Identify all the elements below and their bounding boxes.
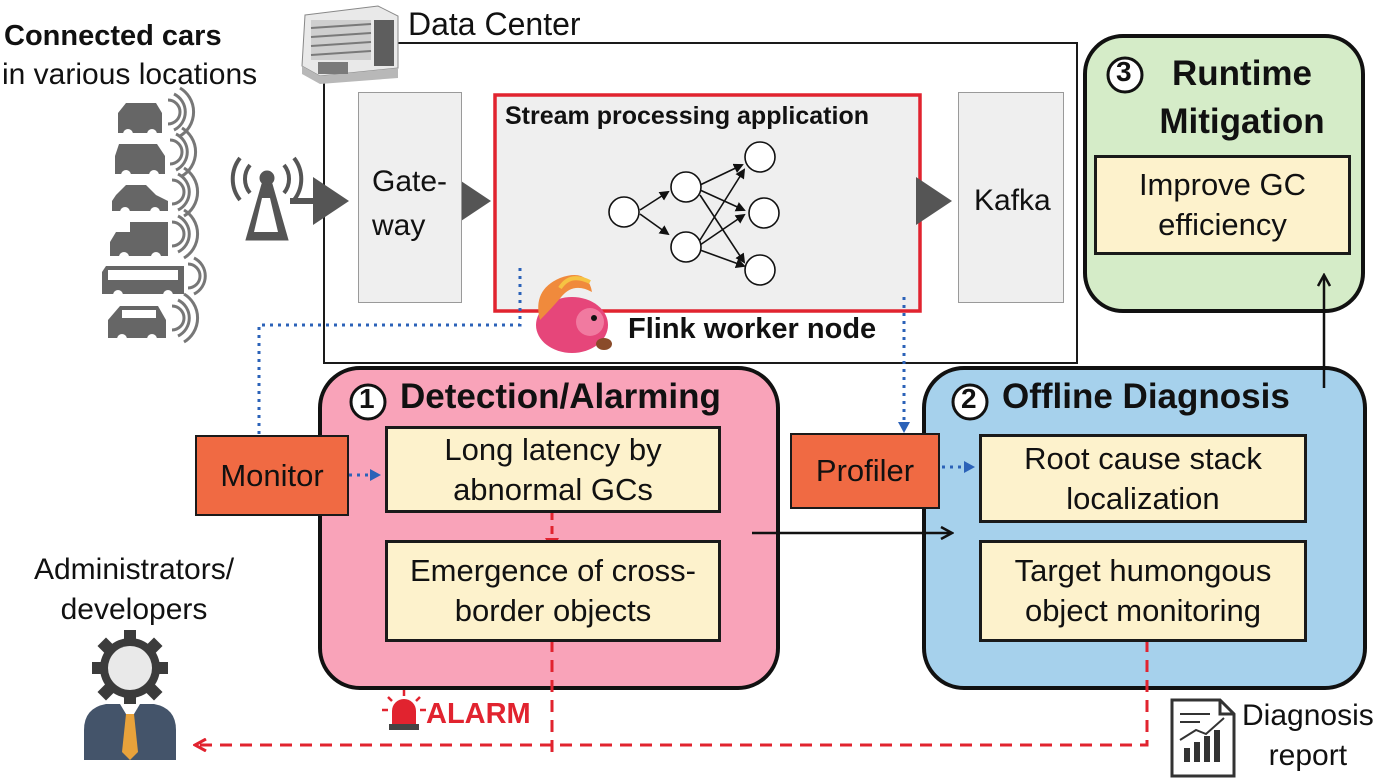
- car-icon: [108, 292, 200, 344]
- dag-node: [744, 141, 776, 173]
- kafka-box: [958, 92, 1064, 303]
- diagnosis-number-circle: [951, 383, 989, 421]
- detection-number-circle: [349, 383, 387, 421]
- alarm-label: ALARM: [426, 698, 531, 730]
- diagnosis-step-humongous: Target humongous object monitoring: [979, 540, 1307, 642]
- worker-node-label: Flink worker node: [628, 313, 877, 345]
- profiler-box: Profiler: [790, 433, 940, 509]
- monitor-box: Monitor: [195, 435, 349, 516]
- kafka-label: Kafka: [974, 184, 1051, 217]
- detection-number: 1: [359, 383, 375, 414]
- mitigation-number: 3: [1116, 56, 1132, 87]
- dag-node: [748, 197, 780, 229]
- dag-node: [670, 231, 702, 263]
- flink-squirrel-icon: [536, 275, 612, 353]
- siren-icon: [382, 690, 426, 730]
- dag-node: [670, 171, 702, 203]
- building-icon: [301, 5, 399, 84]
- car-icon: [112, 166, 200, 218]
- car-icon: [102, 256, 207, 300]
- mitigation-step-gc: Improve GC efficiency: [1094, 155, 1351, 255]
- gateway-label: Gate- way: [372, 165, 448, 242]
- stream-app-box: [493, 93, 922, 313]
- admins-label: Administrators/ developers: [33, 553, 235, 626]
- admin-icon: [84, 630, 176, 760]
- cars-subtitle: in various locations: [2, 58, 258, 91]
- detection-step-cross-border: Emergence of cross- border objects: [385, 540, 721, 642]
- detection-step-latency: Long latency by abnormal GCs: [385, 426, 721, 513]
- dag-node: [608, 196, 640, 228]
- detection-title: Detection/Alarming: [400, 377, 721, 416]
- cars-title: Connected cars: [4, 20, 222, 52]
- dag-node: [744, 254, 776, 286]
- report-icon: [1170, 698, 1236, 778]
- stream-app-label: Stream processing application: [505, 102, 869, 130]
- diagnosis-number: 2: [961, 383, 977, 414]
- car-icon: [110, 208, 200, 262]
- step-number-circles: [349, 56, 1144, 421]
- monitor-feed-dotted: [253, 268, 522, 448]
- gateway-box: [358, 92, 462, 303]
- data-center-label: Data Center: [408, 6, 581, 42]
- car-icon: [118, 86, 196, 139]
- mitigation-number-circle: [1106, 56, 1144, 94]
- diagnosis-report-label: Diagnosis report: [1242, 699, 1374, 772]
- report-dashed-path: [195, 640, 1149, 745]
- dag-graph: [608, 141, 780, 286]
- diagnosis-title: Offline Diagnosis: [1002, 377, 1290, 416]
- mitigation-title: Runtime Mitigation: [1159, 54, 1325, 141]
- diagnosis-step-root-cause: Root cause stack localization: [979, 434, 1307, 523]
- antenna-icon: [230, 156, 304, 241]
- cars-group: [102, 86, 207, 344]
